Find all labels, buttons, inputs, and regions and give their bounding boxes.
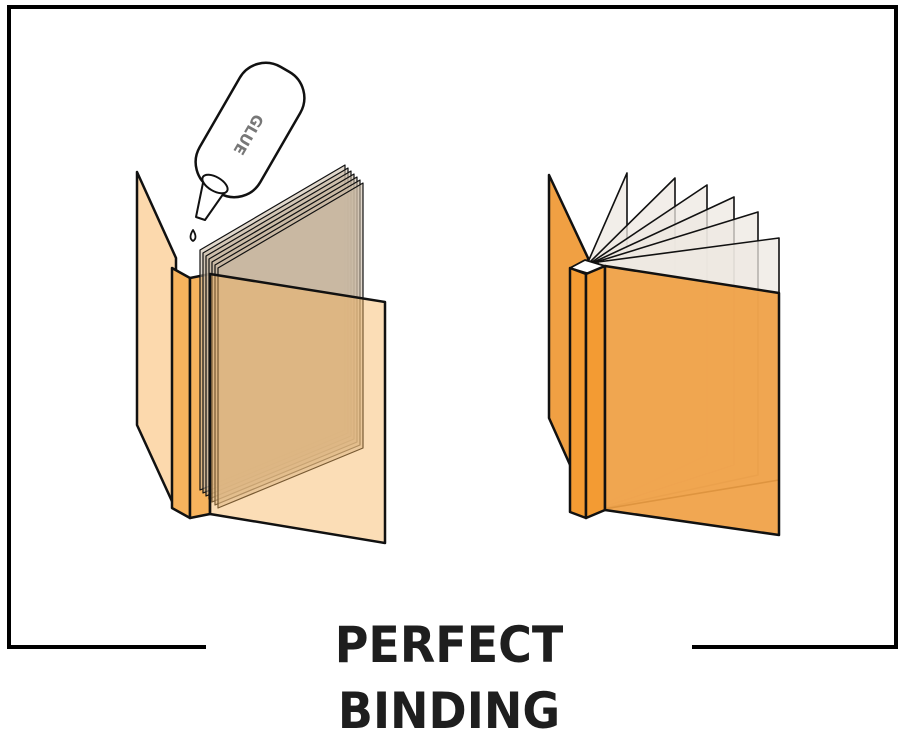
book-before-gluing: GLUE	[135, 61, 387, 545]
diagram-frame	[7, 5, 898, 647]
glue-bottle-icon: GLUE	[189, 61, 306, 242]
binding-illustration: GLUE	[135, 61, 781, 545]
frame-bottom-right	[692, 645, 898, 649]
frame-bottom-left	[7, 645, 206, 649]
book-after-binding	[547, 172, 781, 537]
page-title: PERFECT BINDING	[334, 616, 564, 740]
